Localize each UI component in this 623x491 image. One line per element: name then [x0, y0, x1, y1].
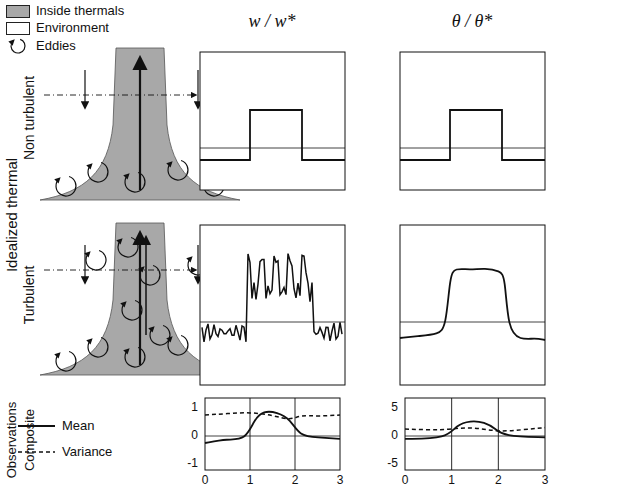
mean-curve	[405, 421, 545, 438]
eddy-symbol	[125, 347, 145, 367]
tick-label: 0	[391, 429, 398, 442]
tick-label: 1	[448, 474, 455, 487]
legend-text: Mean	[62, 419, 95, 433]
row-label: Observations	[5, 402, 19, 479]
zero-line	[400, 148, 545, 149]
eddy-symbol	[168, 335, 188, 355]
tick-label: 1	[191, 401, 198, 414]
row-label: Non turbulent	[22, 76, 37, 160]
legend-swatch	[6, 22, 30, 35]
zero-line	[200, 148, 345, 149]
mean-curve	[205, 412, 340, 443]
eddy-symbol	[118, 237, 138, 257]
w-plot-frame	[200, 52, 345, 190]
eddy-symbol	[56, 176, 76, 196]
theta-plot-frame	[400, 52, 545, 190]
variance-curve	[205, 413, 340, 419]
tick-label: 0	[191, 429, 198, 442]
eddy-symbol	[86, 250, 106, 270]
cross-section-line	[44, 95, 196, 96]
legend-text: Inside thermals	[36, 4, 124, 18]
legend-text: Environment	[36, 21, 109, 35]
eddy-symbol	[168, 160, 188, 180]
legend-text: Variance	[62, 445, 112, 459]
grid-line	[295, 398, 296, 470]
grid-line	[250, 398, 251, 470]
eddy-symbol	[88, 162, 108, 182]
tick-label: 2	[495, 474, 502, 487]
grid-line	[498, 398, 499, 470]
variance-curve	[405, 428, 545, 431]
row-label: Idealized thermal	[4, 158, 21, 272]
updraft-arrow	[139, 58, 141, 190]
zero-line	[200, 322, 345, 323]
row-label: Composite	[23, 409, 37, 471]
legend-text: Eddies	[36, 39, 76, 53]
cross-section-line	[44, 270, 196, 271]
eddy-symbol	[150, 325, 170, 345]
updraft-arrow	[145, 237, 147, 335]
grid-line	[451, 398, 452, 470]
column-header: θ / θ*	[452, 12, 493, 32]
step-profile	[400, 110, 545, 160]
eddy-symbol	[125, 172, 145, 192]
tick-label: -5	[387, 457, 398, 470]
updraft-arrow	[139, 233, 141, 365]
downdraft-arrow	[197, 245, 198, 283]
turbulent-w-profile	[202, 254, 342, 342]
legend-swatch	[6, 5, 30, 18]
tick-label: 2	[292, 474, 299, 487]
tick-label: 3	[337, 474, 344, 487]
composite-plot-frame	[405, 398, 545, 470]
tick-label: 0	[402, 474, 409, 487]
zero-line	[205, 436, 340, 437]
tick-label: -1	[187, 457, 198, 470]
step-profile	[200, 110, 345, 160]
zero-line	[400, 322, 545, 323]
tick-label: 5	[391, 401, 398, 414]
row-label: Turbulent	[22, 266, 37, 325]
tick-label: 0	[202, 474, 209, 487]
tick-label: 1	[247, 474, 254, 487]
theta-plot-frame	[400, 225, 545, 385]
eddy-symbol	[88, 337, 108, 357]
column-header: w / w*	[248, 12, 295, 32]
w-plot-frame	[200, 225, 345, 385]
turbulent-theta-profile	[400, 269, 545, 340]
downdraft-arrow	[84, 70, 85, 108]
composite-plot-frame	[205, 398, 340, 470]
downdraft-arrow	[197, 70, 198, 108]
downdraft-arrow	[84, 245, 85, 283]
tick-label: 3	[542, 474, 549, 487]
eddy-symbol	[140, 265, 160, 285]
legend-eddy-sample	[11, 39, 25, 53]
eddy-symbol	[56, 351, 76, 371]
